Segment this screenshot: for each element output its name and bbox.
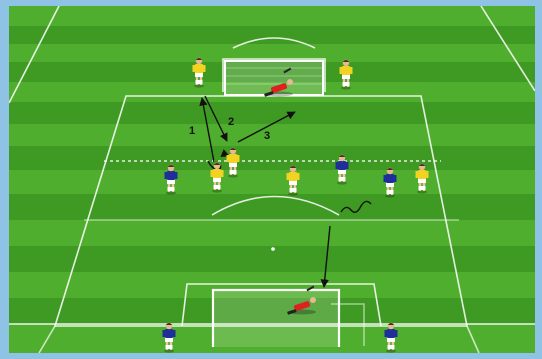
arrow-label-1: 1 [189,125,195,137]
grass-stripe [9,6,535,26]
ball-icon [271,247,275,251]
bottom-goal-net [214,291,338,347]
grass-stripe [9,170,535,194]
arrow-label-3: 3 [264,130,270,142]
arrow-label-2: 2 [228,116,234,128]
training-pitch-diagram: 1 2 3 [9,6,535,353]
grass-stripe [9,194,535,220]
grass-stripe [9,146,535,170]
grass-stripe [9,102,535,124]
grass-stripe [9,124,535,146]
grass-stripe [9,26,535,44]
grass-stripe [9,220,535,246]
